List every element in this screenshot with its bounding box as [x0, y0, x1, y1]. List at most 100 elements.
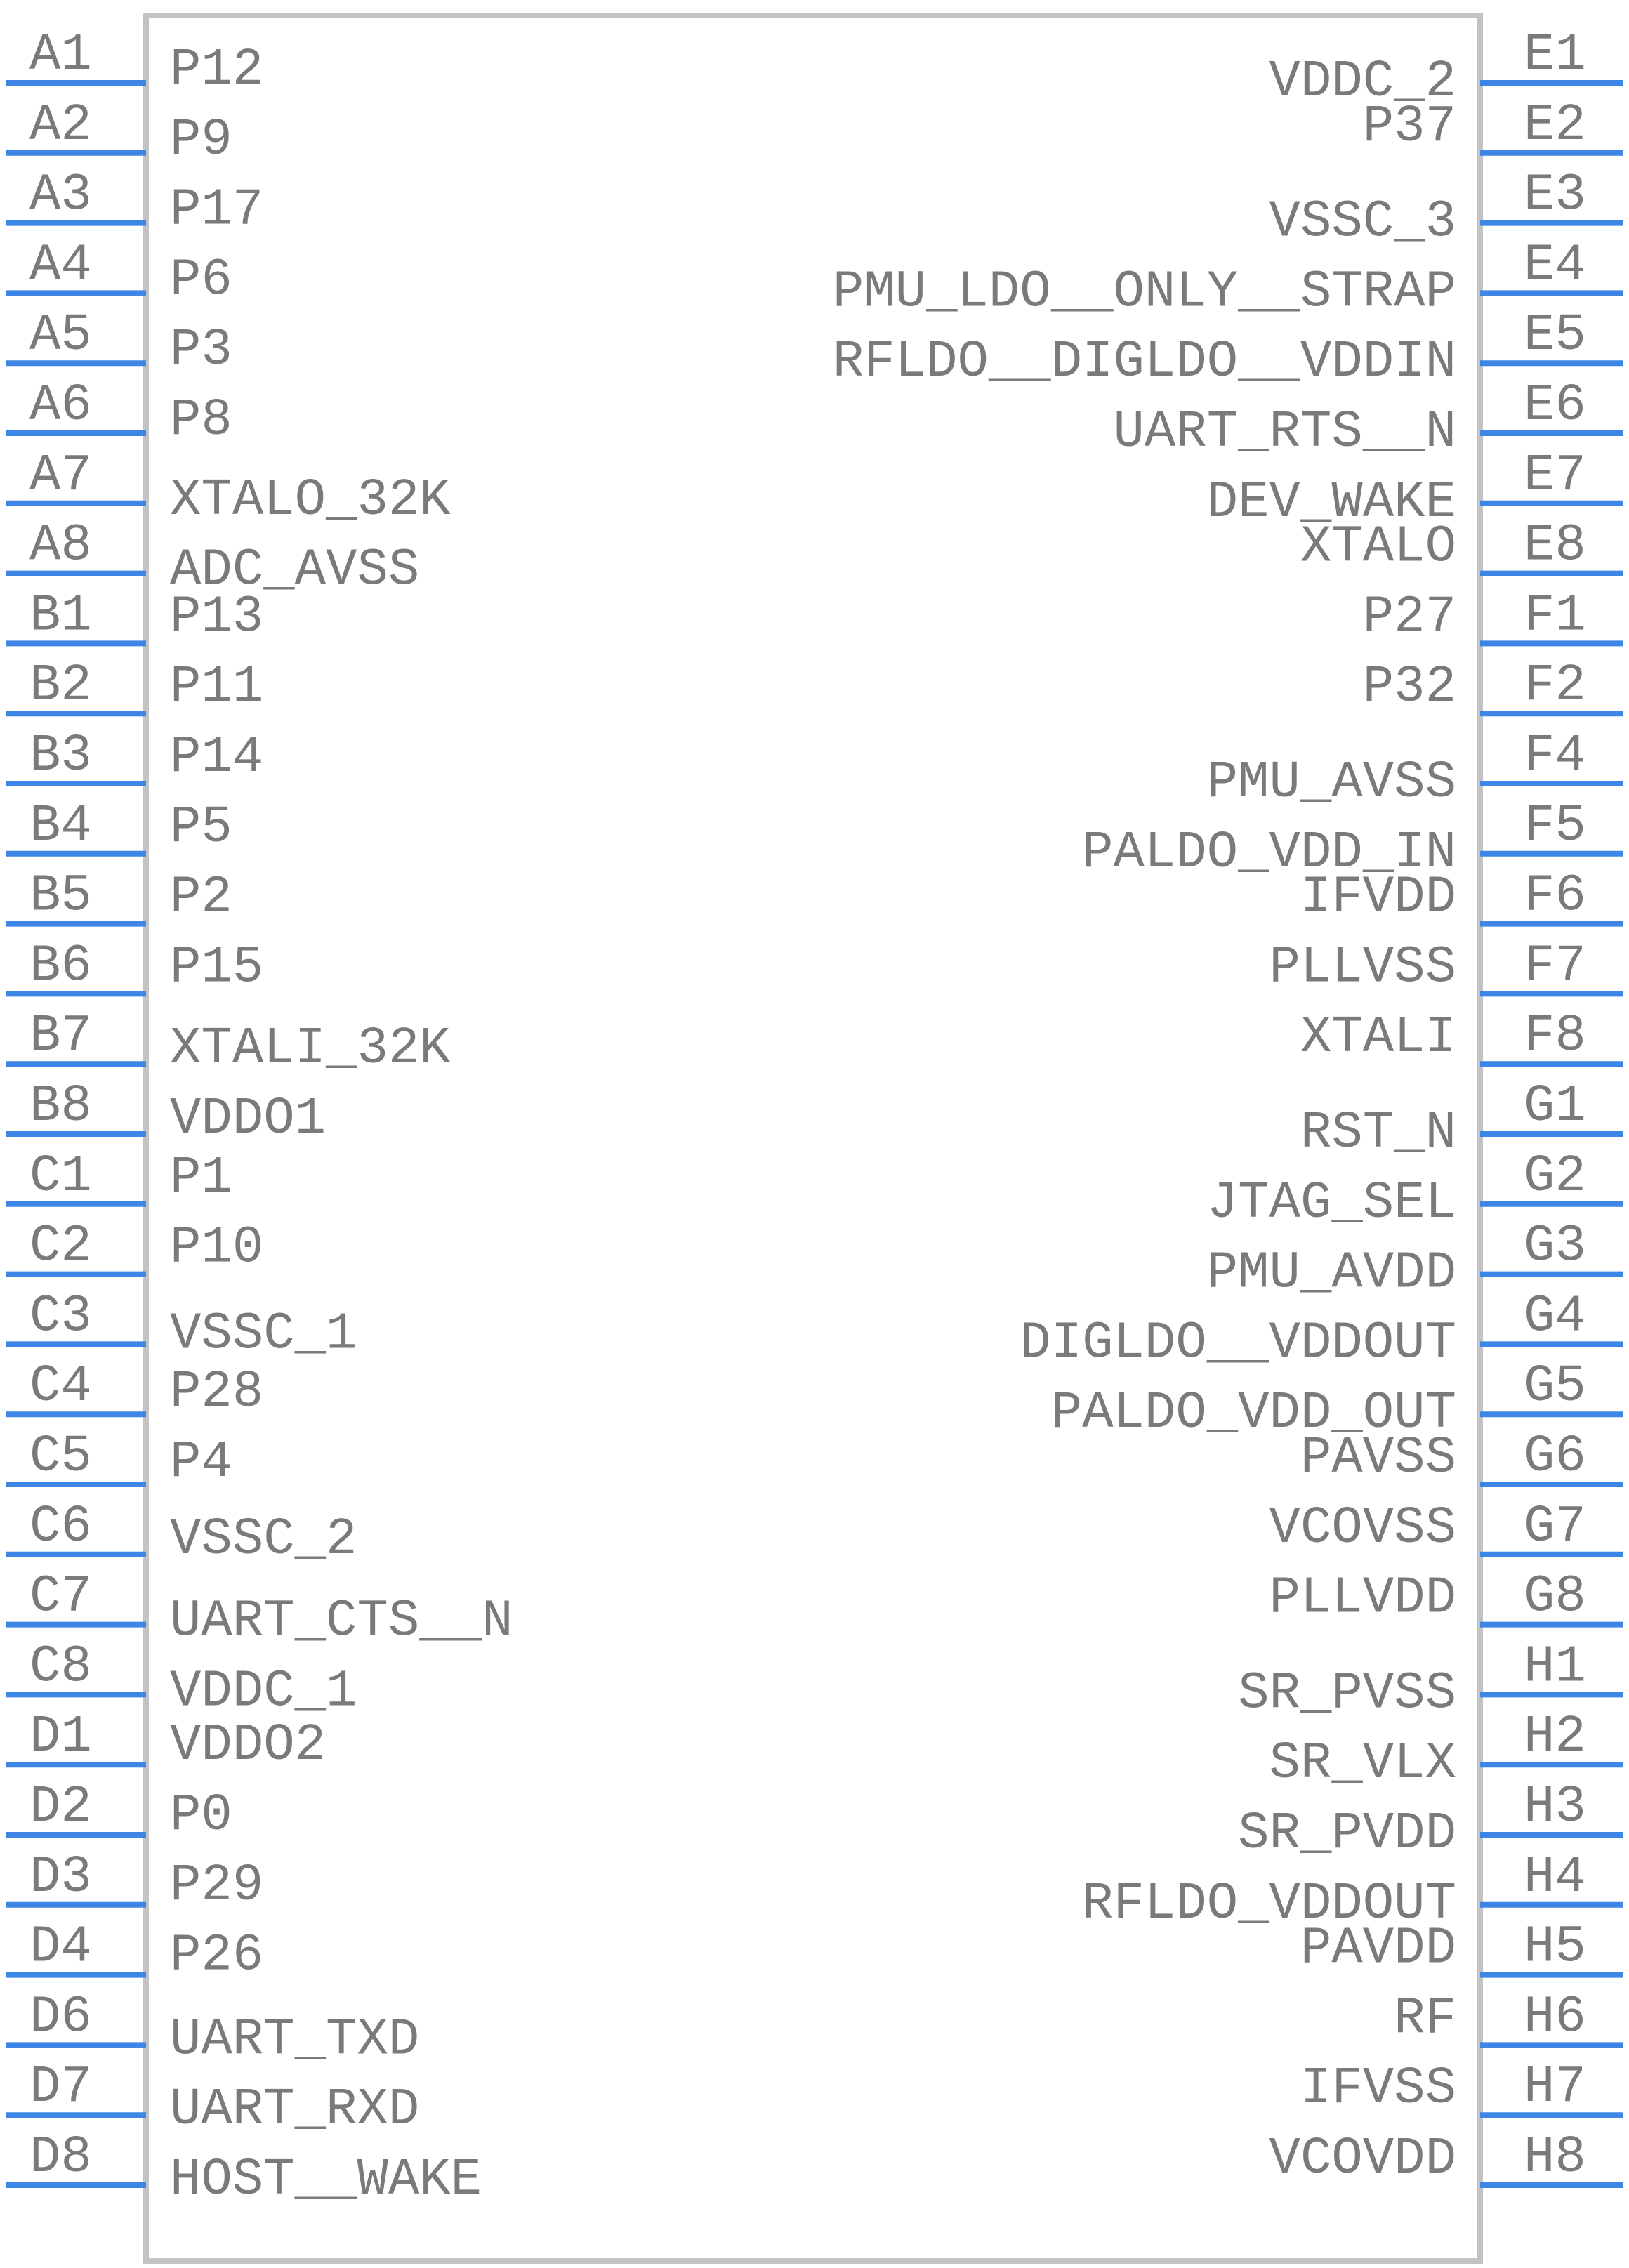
pin-c3-name: VSSC_1	[170, 1305, 357, 1364]
pin-c7-name: UART_CTS__N	[170, 1593, 513, 1651]
pin-d8-name: HOST__WAKE	[170, 2151, 482, 2210]
pin-h5-name: PAVDD	[1300, 1920, 1456, 1979]
pin-g2-name: JTAG_SEL	[1207, 1174, 1456, 1233]
pin-e7-name: DEV_WAKE	[1207, 473, 1456, 532]
pin-d4-number: D4	[29, 1918, 92, 1977]
pin-g4-name: DIGLDO__VDDOUT	[1020, 1314, 1456, 1373]
pin-e6-name: UART_RTS__N	[1114, 403, 1456, 462]
pin-g5-number: G5	[1524, 1357, 1586, 1416]
pin-b2-name: P11	[170, 658, 263, 717]
pin-f2-name: P32	[1363, 658, 1456, 717]
pin-a6-number: A6	[29, 376, 92, 435]
pin-b8-number: B8	[29, 1077, 92, 1136]
pin-h5-number: H5	[1524, 1918, 1586, 1977]
pin-a3-number: A3	[29, 166, 92, 225]
pin-f1-name: P27	[1363, 588, 1456, 647]
pin-f2-number: F2	[1524, 657, 1586, 716]
pin-f4-number: F4	[1524, 727, 1586, 786]
pin-e4-name: PMU_LDO__ONLY__STRAP	[833, 263, 1456, 322]
pin-c4-name: P28	[170, 1363, 263, 1422]
pin-e3-name: VSSC_3	[1269, 193, 1456, 252]
pin-b5-name: P2	[170, 869, 232, 928]
pin-h8-name: VCOVDD	[1269, 2130, 1456, 2189]
pin-c7-number: C7	[29, 1568, 92, 1627]
pin-h7-name: IFVSS	[1300, 2059, 1456, 2118]
pin-d1-name: VDDO2	[170, 1716, 326, 1775]
pin-g6-number: G6	[1524, 1428, 1586, 1486]
pin-c1-name: P1	[170, 1149, 232, 1208]
component-body	[143, 13, 1483, 2264]
pin-c1-number: C1	[29, 1147, 92, 1206]
pin-d3-name: P29	[170, 1857, 263, 1916]
pin-b3-name: P14	[170, 728, 263, 787]
pin-f5-number: F5	[1524, 797, 1586, 856]
pin-h1-name: SR_PVSS	[1238, 1664, 1456, 1723]
pin-f6-number: F6	[1524, 867, 1586, 926]
pin-c6-number: C6	[29, 1498, 92, 1557]
pin-g1-number: G1	[1524, 1077, 1586, 1136]
pin-f4-name: PMU_AVSS	[1207, 753, 1456, 812]
pin-g6-name: PAVSS	[1300, 1429, 1456, 1488]
pin-b4-name: P5	[170, 798, 232, 857]
pin-a7-number: A7	[29, 447, 92, 506]
pin-h2-number: H2	[1524, 1708, 1586, 1767]
pin-h2-name: SR_VLX	[1269, 1734, 1456, 1793]
pin-a1-name: P12	[170, 41, 263, 100]
pin-a7-name: XTALO_32K	[170, 471, 451, 530]
pin-d2-name: P0	[170, 1786, 232, 1845]
pin-e4-number: E4	[1524, 236, 1586, 295]
pin-h4-number: H4	[1524, 1848, 1586, 1907]
pin-d3-number: D3	[29, 1848, 92, 1907]
pin-a1-number: A1	[29, 26, 92, 85]
pin-b6-name: P15	[170, 938, 263, 997]
pin-h8-number: H8	[1524, 2128, 1586, 2187]
pin-e7-number: E7	[1524, 447, 1586, 506]
pin-g8-number: G8	[1524, 1568, 1586, 1627]
pin-g7-name: VCOVSS	[1269, 1499, 1456, 1558]
pin-a8-name: ADC_AVSS	[170, 541, 419, 600]
pin-h1-number: H1	[1524, 1637, 1586, 1696]
pin-b7-name: XTALI_32K	[170, 1020, 451, 1079]
pin-g1-name: RST_N	[1300, 1104, 1456, 1163]
pin-g8-name: PLLVDD	[1269, 1569, 1456, 1628]
pin-c8-name: VDDC_1	[170, 1662, 357, 1721]
pin-c5-name: P4	[170, 1433, 232, 1492]
pin-h3-number: H3	[1524, 1778, 1586, 1837]
pin-e3-number: E3	[1524, 166, 1586, 225]
pin-b8-name: VDDO1	[170, 1090, 326, 1149]
pin-b6-number: B6	[29, 937, 92, 996]
pin-c6-name: VSSC_2	[170, 1510, 357, 1569]
right-pin-group: E1VDDC_2E2P37E3VSSC_3E4PMU_LDO__ONLY__ST…	[833, 26, 1623, 2189]
pin-d8-number: D8	[29, 2128, 92, 2187]
pin-d6-name: UART_TXD	[170, 2010, 419, 2069]
pin-a3-name: P17	[170, 181, 263, 240]
pin-b4-number: B4	[29, 797, 92, 856]
pin-b7-number: B7	[29, 1007, 92, 1066]
pin-e1-number: E1	[1524, 26, 1586, 85]
pin-b3-number: B3	[29, 727, 92, 786]
pin-d1-number: D1	[29, 1708, 92, 1767]
pin-e1-name: VDDC_2	[1269, 53, 1456, 112]
pin-a8-number: A8	[29, 517, 92, 576]
pin-a5-name: P3	[170, 321, 232, 380]
pin-e8-name: XTALO	[1300, 518, 1456, 577]
pin-h4-name: RFLDO_VDDOUT	[1082, 1875, 1456, 1934]
pin-c5-number: C5	[29, 1428, 92, 1486]
pin-h3-name: SR_PVDD	[1238, 1805, 1456, 1864]
pin-a2-number: A2	[29, 96, 92, 155]
pin-f8-number: F8	[1524, 1007, 1586, 1066]
pin-f7-name: PLLVSS	[1269, 938, 1456, 997]
pin-b1-number: B1	[29, 586, 92, 645]
pin-g7-number: G7	[1524, 1498, 1586, 1557]
pin-c4-number: C4	[29, 1357, 92, 1416]
pin-f1-number: F1	[1524, 586, 1586, 645]
pin-d4-name: P26	[170, 1927, 263, 1986]
pin-b2-number: B2	[29, 657, 92, 716]
pin-e2-name: P37	[1363, 98, 1456, 157]
pin-f5-name: PALDO_VDD_IN	[1082, 824, 1456, 883]
pin-d7-name: UART_RXD	[170, 2081, 419, 2140]
pin-g4-number: G4	[1524, 1287, 1586, 1346]
pin-g2-number: G2	[1524, 1147, 1586, 1206]
